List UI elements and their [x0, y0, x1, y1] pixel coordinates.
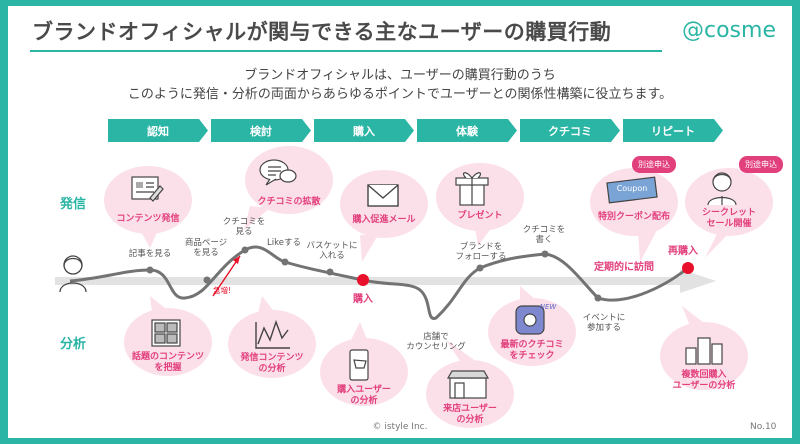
path-like: Likeする [267, 238, 301, 248]
send-kuchikomi-spread-label: クチコミの拡散 [257, 197, 321, 207]
touchpoint-dot [594, 294, 602, 302]
row-label-analyze: 分析 [60, 337, 87, 352]
intro-text: ブランドオフィシャルは、ユーザーの購買行動のうち このように発信・分析の両面から… [0, 66, 800, 104]
stage-kuchikomi: クチコミ [520, 119, 620, 142]
cosme-logo: @cosme [682, 18, 776, 43]
analyze-send-content-label: 発信コンテンツ の分析 [240, 353, 304, 374]
stage-experience: 体験 [417, 119, 517, 142]
page-title: ブランドオフィシャルが関与できる主なユーザーの購買行動 [32, 20, 612, 44]
touchpoint-dot [281, 258, 289, 266]
send-present-label: プレゼント [457, 211, 503, 221]
intro-line-2: このように発信・分析の両面からあらゆるポイントでユーザーとの関係性構築に役立ちま… [127, 87, 673, 102]
new-tag: NEW [539, 303, 557, 311]
storefront-icon [446, 370, 490, 399]
user-avatar-icon [59, 255, 87, 293]
shop-clerk-icon [707, 172, 737, 206]
send-promo-mail-label: 購入促進メール [352, 215, 416, 225]
content-document-icon [131, 176, 164, 202]
cosme-app-icon [515, 305, 545, 335]
send-content-label: コンテンツ発信 [116, 214, 180, 224]
coupon-card-text: Coupon [616, 184, 648, 193]
mail-icon [367, 184, 399, 207]
stage-awareness: 認知 [108, 119, 208, 142]
intro-line-1: ブランドオフィシャルは、ユーザーの購買行動のうち [244, 68, 556, 83]
coupon-ticket-icon [606, 176, 658, 204]
surge-label: 急増! [213, 286, 232, 295]
path-product-page: 商品ページ を見る [184, 238, 228, 258]
stage-purchase: 購入 [314, 119, 414, 142]
journey-curve [69, 245, 689, 320]
copyright: © istyle Inc. [372, 422, 428, 432]
stage-consideration: 検討 [211, 119, 311, 142]
stage-repeat: リピート [623, 119, 723, 142]
path-read-article: 記事を見る [128, 249, 172, 259]
repurchase-label: 再購入 [668, 246, 698, 257]
line-chart-icon [255, 319, 290, 349]
row-label-send: 発信 [60, 197, 87, 212]
path-follow-brand: ブランドを フォローする [455, 242, 507, 262]
badge-separate-application-coupon: 別途申込 [632, 156, 676, 173]
path-basket: バスケットに 入れる [306, 241, 358, 261]
chat-bubbles-icon [259, 159, 297, 186]
bubble-send-content [228, 310, 316, 378]
touchpoint-dot [203, 276, 211, 284]
repurchase-marker [682, 262, 694, 274]
touchpoint-dot [326, 268, 334, 276]
title-underline [30, 50, 662, 52]
path-join-event: イベントに 参加する [582, 313, 626, 333]
purchase-marker [357, 274, 369, 286]
touchpoint-dot [476, 264, 484, 272]
surge-arrow [212, 255, 241, 297]
journey-arrow [55, 269, 716, 293]
city-buildings-icon [685, 337, 723, 365]
touchpoint-dot [146, 266, 154, 274]
analyze-buyers-label: 購入ユーザー の分析 [337, 385, 391, 406]
badge-separate-application-secret-sale: 別途申込 [739, 156, 783, 173]
purchase-label: 購入 [353, 294, 373, 305]
analyze-latest-label: 最新のクチコミ をチェック [500, 340, 564, 361]
send-coupon-label: 特別クーポン配布 [597, 212, 670, 222]
analyze-visitors-label: 来店ユーザー の分析 [443, 404, 497, 425]
path-counseling: 店舗で カウンセリング [406, 332, 466, 352]
gift-box-icon [455, 172, 489, 206]
regular-visit-label: 定期的に訪問 [594, 262, 654, 273]
path-see-kuchikomi: クチコミを 見る [222, 217, 266, 237]
content-grid-icon [151, 319, 181, 347]
analyze-repeat-label: 複数回購入 ユーザーの分析 [672, 370, 736, 391]
touchpoint-dot [541, 250, 549, 258]
path-write-kuchikomi: クチコミを 書く [522, 225, 566, 245]
phone-cart-icon [349, 349, 369, 381]
send-secret-sale-label: シークレット セール開催 [701, 208, 756, 229]
analyze-topics-label: 話題のコンテンツ を把握 [131, 352, 204, 373]
touchpoint-dot [241, 246, 249, 254]
page-number: No.10 [750, 422, 777, 432]
